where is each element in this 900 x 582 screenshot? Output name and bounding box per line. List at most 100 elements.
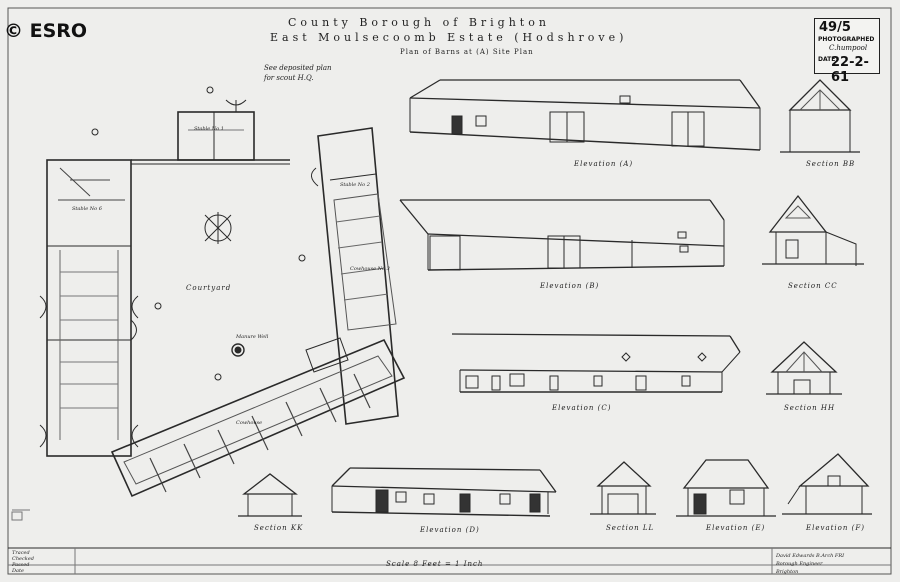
photograph-stamp: 49/5 PHOTOGRAPHED C.humpool DATE 22-2-61	[814, 18, 880, 85]
title-line-2: East Moulsecoomb Estate (Hodshrove)	[270, 31, 628, 44]
elevation-f-drawing	[782, 453, 872, 515]
manure-well	[231, 343, 245, 357]
stamp-number: 49/5	[819, 20, 851, 35]
door	[693, 493, 707, 515]
roof-edge	[539, 469, 557, 493]
elevation-f-label: Elevation (F)	[806, 524, 865, 532]
stable-stairs	[58, 167, 125, 201]
stamp-signature: C.humpool	[829, 44, 868, 52]
gable	[596, 461, 652, 487]
elevation-c-drawing	[451, 333, 741, 393]
stamp-photographed: PHOTOGRAPHED	[818, 36, 875, 43]
window	[465, 375, 479, 389]
stamp-date-label: DATE	[818, 56, 836, 63]
eaves-line	[459, 369, 723, 373]
elevation-d-drawing	[331, 467, 557, 517]
section-hh-label: Section HH	[784, 404, 836, 412]
door	[451, 115, 463, 135]
roof-edge	[399, 199, 429, 235]
elevation-a-label: Elevation (A)	[574, 160, 634, 168]
section-marker	[206, 86, 214, 94]
compass-needle	[204, 212, 232, 244]
copyright-watermark: © ESRO	[4, 20, 88, 42]
door	[375, 489, 389, 513]
revision-passed: Passed	[12, 562, 30, 568]
gable	[242, 473, 298, 495]
door	[459, 493, 471, 513]
elevation-b-label: Elevation (B)	[540, 282, 600, 290]
window	[475, 115, 487, 127]
window	[499, 493, 511, 505]
cowhouse-range-inner	[123, 355, 393, 485]
section-hh-drawing	[766, 341, 842, 395]
section-cc-drawing	[762, 194, 864, 266]
elevation-e-label: Elevation (E)	[706, 524, 766, 532]
stamp-date: 22-2-61	[831, 55, 869, 85]
east-range-outline	[317, 127, 399, 425]
window	[395, 491, 407, 503]
section-cc-label: Section CC	[788, 282, 838, 290]
revision-traced: Traced	[12, 550, 30, 556]
stable-1-label: Stable No 1	[194, 126, 224, 132]
lean-to	[787, 485, 801, 505]
site-plan	[39, 86, 406, 498]
elevation-c-label: Elevation (C)	[552, 404, 612, 412]
outer-border	[7, 7, 892, 575]
revision-checked: Checked	[12, 556, 34, 562]
section-kk-label: Section KK	[254, 524, 304, 532]
section-kk-drawing	[238, 473, 302, 517]
elevation-b-drawing	[399, 199, 725, 271]
section-bb-label: Section BB	[806, 160, 856, 168]
door-arc	[39, 424, 139, 448]
ventilator	[677, 231, 687, 239]
scale-note: Scale 8 Feet = 1 Inch	[386, 560, 484, 568]
left-range-outline	[46, 159, 132, 457]
door	[549, 375, 559, 391]
door	[529, 493, 541, 513]
eaves-line	[331, 485, 557, 493]
roof-edge	[709, 199, 725, 221]
roof-edge	[331, 467, 351, 487]
section-bb-drawing	[780, 79, 860, 153]
title-line-3: Plan of Barns at (A) Site Plan	[400, 48, 534, 56]
door	[635, 375, 647, 391]
cart-opening	[429, 235, 461, 271]
east-range-door	[311, 167, 319, 187]
manure-well-centre	[234, 346, 242, 354]
eaves-line	[409, 97, 761, 109]
ground-line	[409, 131, 761, 151]
small-key-box	[11, 511, 23, 521]
ground-line	[331, 511, 551, 517]
elevation-a-drawing	[409, 79, 761, 151]
roof	[682, 459, 770, 489]
note-line-1: See deposited plan	[264, 64, 332, 72]
section-marker	[298, 254, 306, 262]
roof-edge	[409, 79, 441, 99]
opening	[793, 379, 811, 395]
section-marker	[214, 373, 222, 381]
titleblock-line-2: Borough Engineer	[776, 561, 823, 567]
section-marker	[91, 128, 99, 136]
elevation-e-drawing	[676, 459, 776, 517]
ridge	[451, 333, 731, 337]
titleblock-line-3: Brighton	[776, 569, 799, 575]
title-line-1: County Borough of Brighton	[288, 16, 550, 29]
east-range-division	[329, 173, 377, 181]
truss	[785, 351, 823, 373]
door-arc	[39, 295, 139, 319]
door	[491, 375, 501, 391]
window	[593, 375, 603, 387]
section-ll-drawing	[590, 461, 656, 515]
section-ll-label: Section LL	[606, 524, 655, 532]
gable	[798, 453, 870, 487]
elevation-d-label: Elevation (D)	[420, 526, 480, 534]
section-marker	[154, 302, 162, 310]
vent-diamonds	[621, 352, 707, 362]
ridge	[349, 467, 541, 471]
window	[681, 375, 691, 387]
manure-well-label: Manure Well	[236, 334, 269, 340]
door	[785, 239, 799, 259]
cowhouse-end-room	[305, 337, 349, 373]
